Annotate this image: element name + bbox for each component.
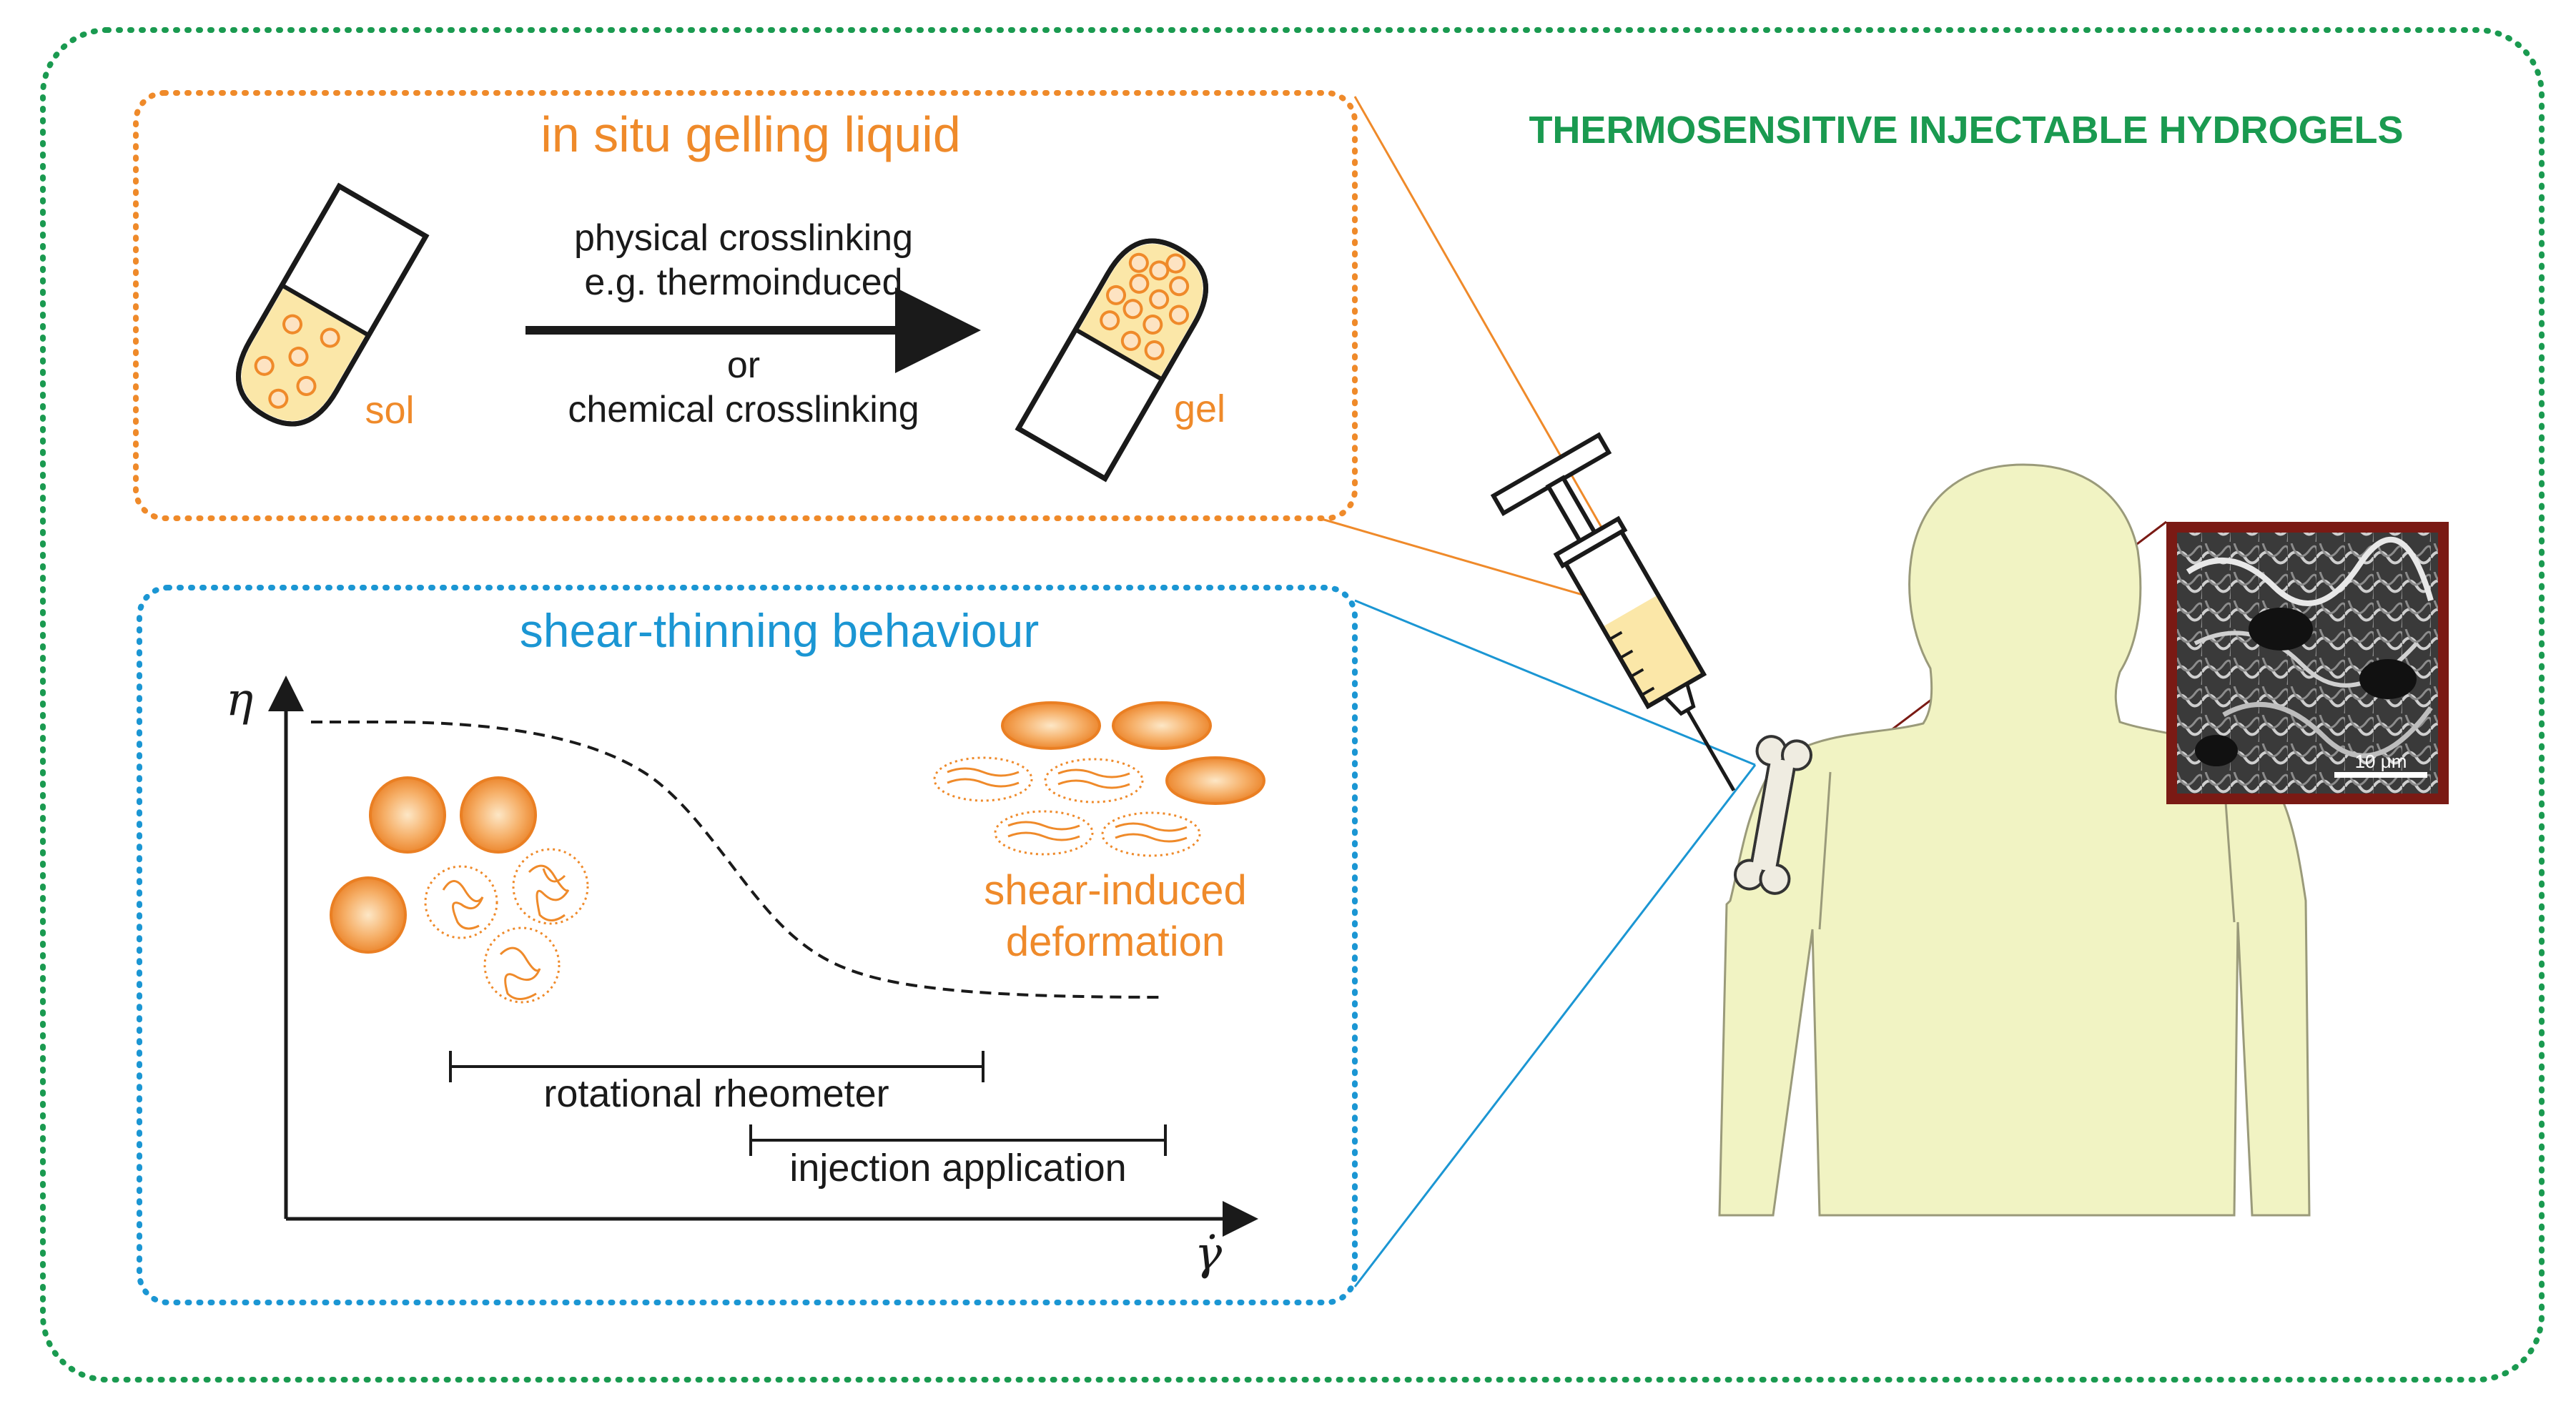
particle-coil xyxy=(483,926,561,1004)
particle-coil xyxy=(512,848,589,925)
particle-stretched xyxy=(1044,758,1144,804)
vial-sol-icon xyxy=(236,182,430,427)
syringe-icon xyxy=(1490,432,1736,792)
particle-sphere xyxy=(460,776,537,854)
sol-label: sol xyxy=(365,389,414,432)
arrow-top-line1: physical crosslinking xyxy=(574,217,913,259)
vial-gel-icon xyxy=(1015,238,1208,483)
range-injection-label: injection application xyxy=(789,1147,1126,1190)
deformed-particles xyxy=(933,701,1265,857)
particle-stretched xyxy=(933,756,1033,802)
arrow-or: or xyxy=(727,345,760,386)
gelling-panel-heading: in situ gelling liquid xyxy=(541,107,961,162)
range-rheometer-bar xyxy=(449,1051,984,1082)
particle-stretched xyxy=(994,810,1094,856)
sem-scale-label: 10 μm xyxy=(2355,751,2407,772)
outer-border xyxy=(40,27,2545,1383)
shear-panel-heading: shear-thinning behaviour xyxy=(520,604,1039,657)
particle-sphere xyxy=(369,776,446,854)
particle-coil xyxy=(424,865,498,939)
particle-stretched xyxy=(1101,811,1201,857)
deformation-line1: shear-induced xyxy=(984,867,1247,914)
deformation-line2: deformation xyxy=(1006,919,1225,965)
arrow-top-line2: e.g. thermoinduced xyxy=(584,262,902,303)
sem-scale-bar xyxy=(2334,772,2427,778)
shear-panel-border xyxy=(137,585,1358,1305)
range-injection-bar xyxy=(749,1124,1167,1156)
particle-ellipse xyxy=(1112,701,1212,750)
main-title: THERMOSENSITIVE INJECTABLE HYDROGELS xyxy=(1529,109,2403,152)
y-axis-symbol: η xyxy=(226,673,253,726)
arrow-bottom: chemical crosslinking xyxy=(568,389,919,430)
viscosity-curve xyxy=(311,721,1166,999)
particle-ellipse xyxy=(1001,701,1101,750)
gel-label: gel xyxy=(1174,387,1225,430)
sem-micrograph-icon: 10 μm xyxy=(2166,522,2449,804)
x-axis-symbol: γ̇ xyxy=(1195,1227,1223,1280)
bone-icon xyxy=(1733,735,1813,895)
gelling-panel-border xyxy=(133,90,1358,521)
connector-blue-bottom xyxy=(1353,764,1757,1287)
resting-particles xyxy=(330,776,589,1004)
connector-blue-top xyxy=(1354,599,1756,766)
particle-sphere xyxy=(330,876,407,954)
range-rheometer-label: rotational rheometer xyxy=(543,1072,889,1115)
particle-ellipse xyxy=(1165,756,1265,805)
